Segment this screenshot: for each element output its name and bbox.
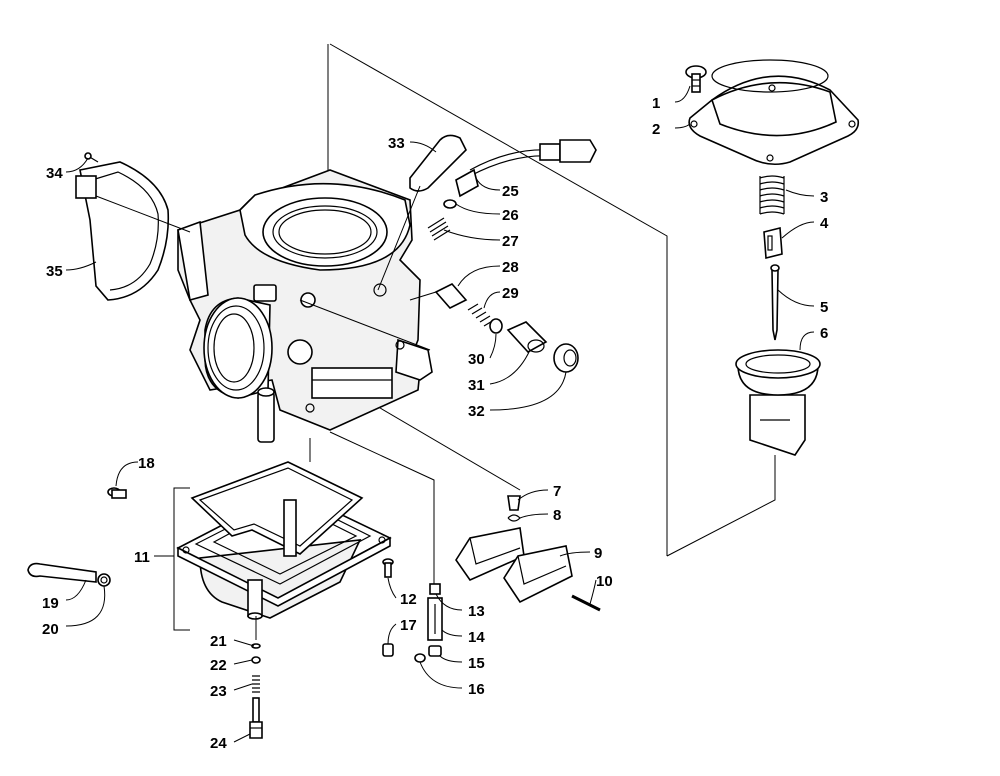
washer-22 — [251, 656, 261, 664]
leader-lines — [65, 85, 815, 743]
starter-cable — [455, 139, 597, 198]
top-cap — [688, 59, 860, 166]
callout-32: 32 — [468, 403, 485, 420]
callout-14: 14 — [468, 629, 485, 646]
starter-spring — [427, 217, 451, 241]
callout-33: 33 — [388, 135, 405, 152]
callout-17: 17 — [400, 617, 417, 634]
pilot-jet-plug — [382, 643, 394, 657]
callout-26: 26 — [502, 207, 519, 224]
callout-29: 29 — [502, 285, 519, 302]
callout-13: 13 — [468, 603, 485, 620]
callout-9: 9 — [594, 545, 602, 562]
starter-nut — [506, 321, 548, 354]
callout-10: 10 — [596, 573, 613, 590]
float-clip — [507, 514, 521, 522]
callout-31: 31 — [468, 377, 485, 394]
bowl-bracket — [173, 487, 190, 631]
callout-34: 34 — [46, 165, 63, 182]
main-jet-washer — [414, 653, 426, 663]
plunger-o-ring — [489, 318, 503, 334]
bowl-screw — [382, 558, 394, 578]
starter-washer — [443, 199, 457, 209]
cap-screw — [685, 65, 707, 93]
callout-11: 11 — [134, 549, 150, 566]
callout-20: 20 — [42, 621, 59, 638]
emulsion-tube — [427, 597, 443, 641]
slide-piston — [735, 349, 821, 456]
side-cover — [75, 161, 170, 301]
pilot-screw — [249, 697, 263, 739]
callout-18: 18 — [138, 455, 155, 472]
plunger-spring — [467, 303, 495, 327]
o-ring-21 — [251, 643, 261, 649]
vent-hose — [377, 134, 467, 291]
callout-28: 28 — [502, 259, 519, 276]
callout-35: 35 — [46, 263, 63, 280]
jet-needle — [770, 264, 780, 341]
carburetor-body — [177, 169, 433, 443]
plunger-cap — [553, 343, 579, 373]
callout-5: 5 — [820, 299, 828, 316]
callout-16: 16 — [468, 681, 485, 698]
callout-19: 19 — [42, 595, 59, 612]
callout-25: 25 — [502, 183, 519, 200]
callout-15: 15 — [468, 655, 485, 672]
drain-hose — [27, 562, 97, 583]
callout-12: 12 — [400, 591, 417, 608]
callout-1: 1 — [652, 95, 660, 112]
callout-27: 27 — [502, 233, 519, 250]
bowl-gasket — [190, 461, 364, 557]
drain-screw — [107, 487, 127, 499]
spring-23 — [252, 675, 260, 693]
callout-22: 22 — [210, 657, 227, 674]
main-jet — [428, 645, 442, 657]
starter-plunger — [409, 283, 468, 309]
plunger-alignment-line — [299, 299, 431, 351]
float-pin — [571, 594, 601, 612]
callout-24: 24 — [210, 735, 227, 752]
needle-retainer — [763, 226, 783, 260]
callout-4: 4 — [820, 215, 829, 232]
callout-21: 21 — [210, 633, 227, 650]
float-needle — [507, 495, 521, 511]
float — [455, 527, 573, 604]
callout-7: 7 — [553, 483, 561, 500]
callout-6: 6 — [820, 325, 828, 342]
spring — [759, 175, 785, 215]
callout-30: 30 — [468, 351, 485, 368]
callout-3: 3 — [820, 189, 828, 206]
callout-23: 23 — [210, 683, 227, 700]
cover-alignment-line — [95, 195, 191, 233]
hose-clamp — [97, 573, 111, 587]
callout-8: 8 — [553, 507, 561, 524]
callout-labels: 1 2 3 4 5 6 7 8 9 10 11 12 13 14 15 16 1… — [42, 95, 829, 752]
callout-2: 2 — [652, 121, 660, 138]
cover-screw — [84, 152, 99, 163]
needle-jet — [429, 583, 441, 595]
